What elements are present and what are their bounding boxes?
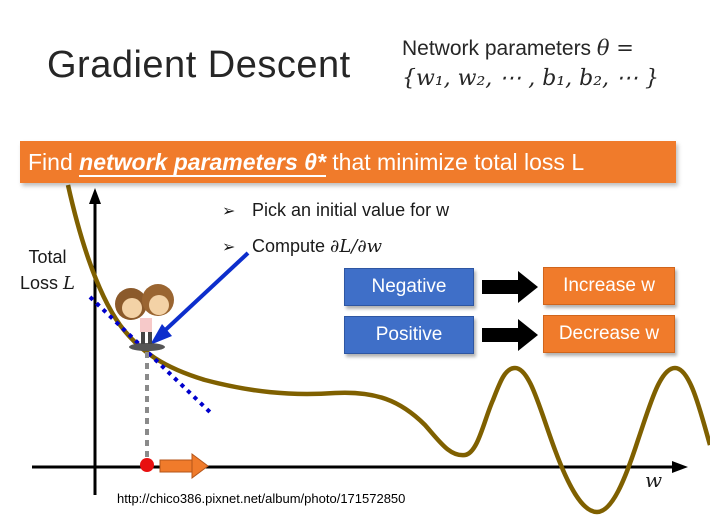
negative-box: Negative [344,268,474,306]
y-axis-variable: L [63,273,75,294]
y-axis-label-line2: Loss [20,273,64,293]
image-credit-url: http://chico386.pixnet.net/album/photo/1… [117,491,406,506]
y-axis-label-line1: Total [28,247,67,267]
cartoon-characters-image [115,284,174,351]
objective-banner: Find network parameters θ* that minimize… [20,141,676,183]
network-parameters-definition: Network parameters θ = {w₁, w₂, ⋯ , b₁, … [402,33,659,94]
loss-curve [65,184,710,515]
y-axis-arrowhead [89,188,101,204]
bullet-pick-initial: ➢ Pick an initial value for w [222,200,449,221]
parameter-set: {w₁, w₂, ⋯ , b₁, b₂, ⋯ } [402,66,660,91]
bullet-compute-gradient: ➢ Compute ∂L/∂w [222,236,382,257]
rule-arrows [482,271,538,351]
y-axis-label: Total Loss L [20,244,75,297]
bullet-arrow-icon: ➢ [222,239,236,256]
arrow-right-icon [482,319,538,351]
x-axis-arrowhead [672,461,688,473]
network-parameters-label: Network parameters [402,37,597,60]
bullet-text: Pick an initial value for w [252,200,450,220]
tangent-line [88,295,215,417]
bullet-arrow-icon: ➢ [222,203,236,220]
decrease-w-box: Decrease w [543,315,675,353]
banner-highlight: network parameters θ* [79,149,326,177]
x-axis-label: w [645,468,663,492]
bullet-text: Compute [252,236,331,256]
pointer-arrow-line [158,251,250,337]
initial-point [140,458,154,472]
banner-suffix: that minimize total loss L [325,149,585,175]
arrow-right-icon [482,271,538,303]
increase-w-box: Increase w [543,267,675,305]
pointer-arrowhead [150,324,172,345]
positive-box: Positive [344,316,474,354]
slide-title: Gradient Descent [47,44,351,86]
theta-symbol: θ = [596,36,634,60]
step-arrow [159,453,209,479]
banner-prefix: Find [28,149,80,175]
gradient-expression: ∂L/∂w [330,236,383,257]
